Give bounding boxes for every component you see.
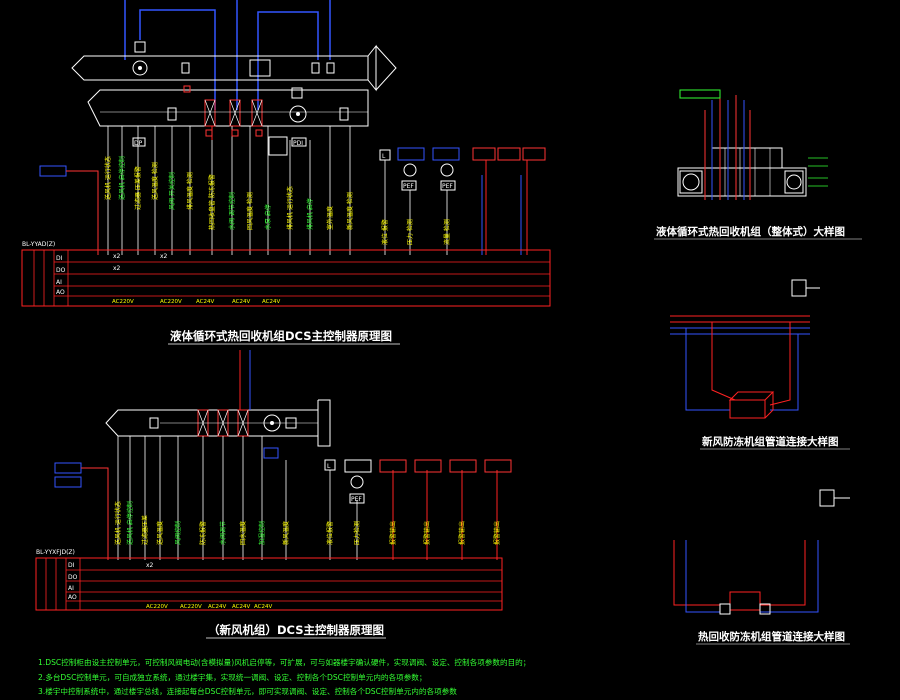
top-controller-block: BL-YYAD(Z) DI DO AI AO x2 x2 x2: [21, 241, 551, 307]
svg-text:L: L: [382, 153, 386, 160]
svg-text:水泵 启停: 水泵 启停: [264, 204, 272, 230]
bottom-controller-block: BL-YYXFJD(Z) DI DO AI AO x2 AC220V: [35, 549, 503, 611]
svg-text:x2: x2: [113, 253, 121, 260]
svg-text:DI: DI: [68, 562, 75, 569]
svg-text:报警输出: 报警输出: [389, 521, 397, 545]
svg-text:回风温度 检测: 回风温度 检测: [246, 192, 254, 230]
svg-text:送风机 启停控制: 送风机 启停控制: [126, 501, 134, 545]
svg-text:PEF: PEF: [442, 183, 453, 190]
svg-text:过滤器压差: 过滤器压差: [141, 515, 149, 545]
svg-text:AC24V: AC24V: [232, 299, 251, 305]
svg-text:送风温度 检测: 送风温度 检测: [151, 162, 159, 200]
svg-text:x2: x2: [146, 562, 154, 569]
svg-text:DO: DO: [56, 267, 66, 274]
svg-text:排风温度 检测: 排风温度 检测: [186, 172, 194, 210]
svg-text:L: L: [327, 463, 331, 470]
svg-text:报警输出: 报警输出: [458, 521, 466, 545]
note-3: 3.楼宇中控制系统中，通过楼宇总线，连接起每台DSC控制单元，即可实现调阀、设定…: [38, 686, 457, 696]
svg-text:新风温度: 新风温度: [282, 521, 290, 545]
svg-text:x2: x2: [113, 265, 121, 272]
unit-detail-drawing: 液体循环式热回收机组（整体式）大样图: [654, 89, 862, 240]
svg-text:AO: AO: [68, 594, 77, 601]
svg-text:压力 检测: 压力 检测: [406, 219, 414, 245]
svg-text:PEF: PEF: [351, 496, 362, 503]
svg-text:BL-YYAD(Z): BL-YYAD(Z): [22, 241, 55, 248]
title-detail-unit: 液体循环式热回收机组（整体式）大样图: [656, 225, 845, 238]
upper-air-duct: [71, 41, 397, 92]
svg-text:x2: x2: [160, 253, 168, 260]
tag-dp: DP: [134, 140, 143, 147]
bottom-signal-drops: [117, 436, 358, 560]
svg-text:流量 检测: 流量 检测: [443, 219, 451, 245]
top-signal-drops: [107, 126, 448, 255]
top-vertical-labels: 送风机 运行状态 送风机 启停控制 过滤器 压差报警 送风温度 检测 风阀 开关…: [104, 156, 451, 245]
svg-text:AC24V: AC24V: [232, 604, 251, 610]
svg-text:AC24V: AC24V: [262, 299, 281, 305]
svg-text:回水温度: 回水温度: [239, 521, 247, 545]
svg-text:AC220V: AC220V: [112, 299, 134, 305]
lower-air-duct: [87, 87, 369, 127]
svg-text:液位报警: 液位报警: [326, 521, 334, 545]
bottom-dcs-schematic: 送风机 运行状态 送风机 启停控制 过滤器压差 送风温度 风阀控制 防冻报警 水…: [35, 350, 512, 639]
svg-text:排风机 运行状态: 排风机 运行状态: [286, 186, 294, 230]
svg-text:AC24V: AC24V: [208, 604, 227, 610]
svg-text:防冻报警: 防冻报警: [199, 521, 207, 545]
svg-text:压力检测: 压力检测: [353, 521, 361, 545]
svg-text:PEF: PEF: [403, 183, 414, 190]
svg-text:过滤器 压差报警: 过滤器 压差报警: [134, 166, 142, 210]
svg-text:AC24V: AC24V: [196, 299, 215, 305]
recovery-pipe-detail: 热回收防冻机组管道连接大样图: [673, 489, 850, 645]
svg-text:液位 报警: 液位 报警: [381, 219, 389, 245]
svg-text:AC220V: AC220V: [160, 299, 182, 305]
svg-text:AC220V: AC220V: [146, 604, 168, 610]
svg-text:水阀 调节控制: 水阀 调节控制: [228, 192, 236, 230]
notes-section: 1.DSC控制柜由设主控制单元，可控制风阀电动(含模拟量)风机启停等，可扩展，可…: [38, 657, 530, 696]
note-1: 1.DSC控制柜由设主控制单元，可控制风阀电动(含模拟量)风机启停等，可扩展，可…: [38, 657, 530, 667]
svg-text:DO: DO: [68, 574, 78, 581]
svg-text:水阀调节: 水阀调节: [219, 521, 227, 545]
svg-text:送风温度: 送风温度: [156, 521, 164, 545]
svg-text:AI: AI: [68, 585, 74, 592]
svg-text:热回收盘管 防冻报警: 热回收盘管 防冻报警: [208, 174, 216, 230]
note-2: 2.多台DSC控制单元，可自成独立系统，通过楼宇集，实现统一调阀、设定、控制各个…: [38, 672, 427, 682]
svg-text:BL-YYXFJD(Z): BL-YYXFJD(Z): [36, 549, 75, 556]
svg-text:报警输出: 报警输出: [423, 521, 431, 545]
title-dcs-liquid: 液体循环式热回收机组DCS主控制器原理图: [170, 329, 392, 343]
svg-text:风阀 开关控制: 风阀 开关控制: [168, 172, 176, 210]
svg-text:DI: DI: [56, 255, 63, 262]
top-instrument-tags: DP PDI L PEF PEF: [39, 136, 546, 191]
svg-text:新风温度 检测: 新风温度 检测: [346, 192, 354, 230]
svg-text:加湿控制: 加湿控制: [258, 521, 266, 545]
svg-text:风阀控制: 风阀控制: [174, 521, 182, 545]
svg-text:AI: AI: [56, 279, 62, 286]
svg-text:报警输出: 报警输出: [493, 521, 501, 545]
tank-box: [728, 391, 775, 419]
svg-text:AC220V: AC220V: [180, 604, 202, 610]
svg-text:送风机 运行状态: 送风机 运行状态: [104, 156, 112, 200]
bottom-vertical-labels: 送风机 运行状态 送风机 启停控制 过滤器压差 送风温度 风阀控制 防冻报警 水…: [114, 501, 501, 545]
title-dcs-fresh: （新风机组）DCS主控制器原理图: [208, 623, 384, 637]
top-dcs-schematic: 送风机 运行状态 送风机 启停控制 过滤器 压差报警 送风温度 检测 风阀 开关…: [21, 0, 551, 345]
svg-text:PDI: PDI: [293, 140, 303, 147]
title-pipe-recovery: 热回收防冻机组管道连接大样图: [698, 630, 845, 643]
svg-text:AO: AO: [56, 289, 65, 296]
svg-text:送风机 运行状态: 送风机 运行状态: [114, 501, 122, 545]
svg-text:送风机 启停控制: 送风机 启停控制: [118, 156, 126, 200]
fresh-pipe-detail: 新风防冻机组管道连接大样图: [670, 279, 850, 450]
svg-text:排风机 启停: 排风机 启停: [306, 198, 314, 230]
svg-text:室外温度: 室外温度: [326, 206, 334, 230]
title-pipe-fresh: 新风防冻机组管道连接大样图: [702, 435, 839, 448]
svg-text:AC24V: AC24V: [254, 604, 273, 610]
